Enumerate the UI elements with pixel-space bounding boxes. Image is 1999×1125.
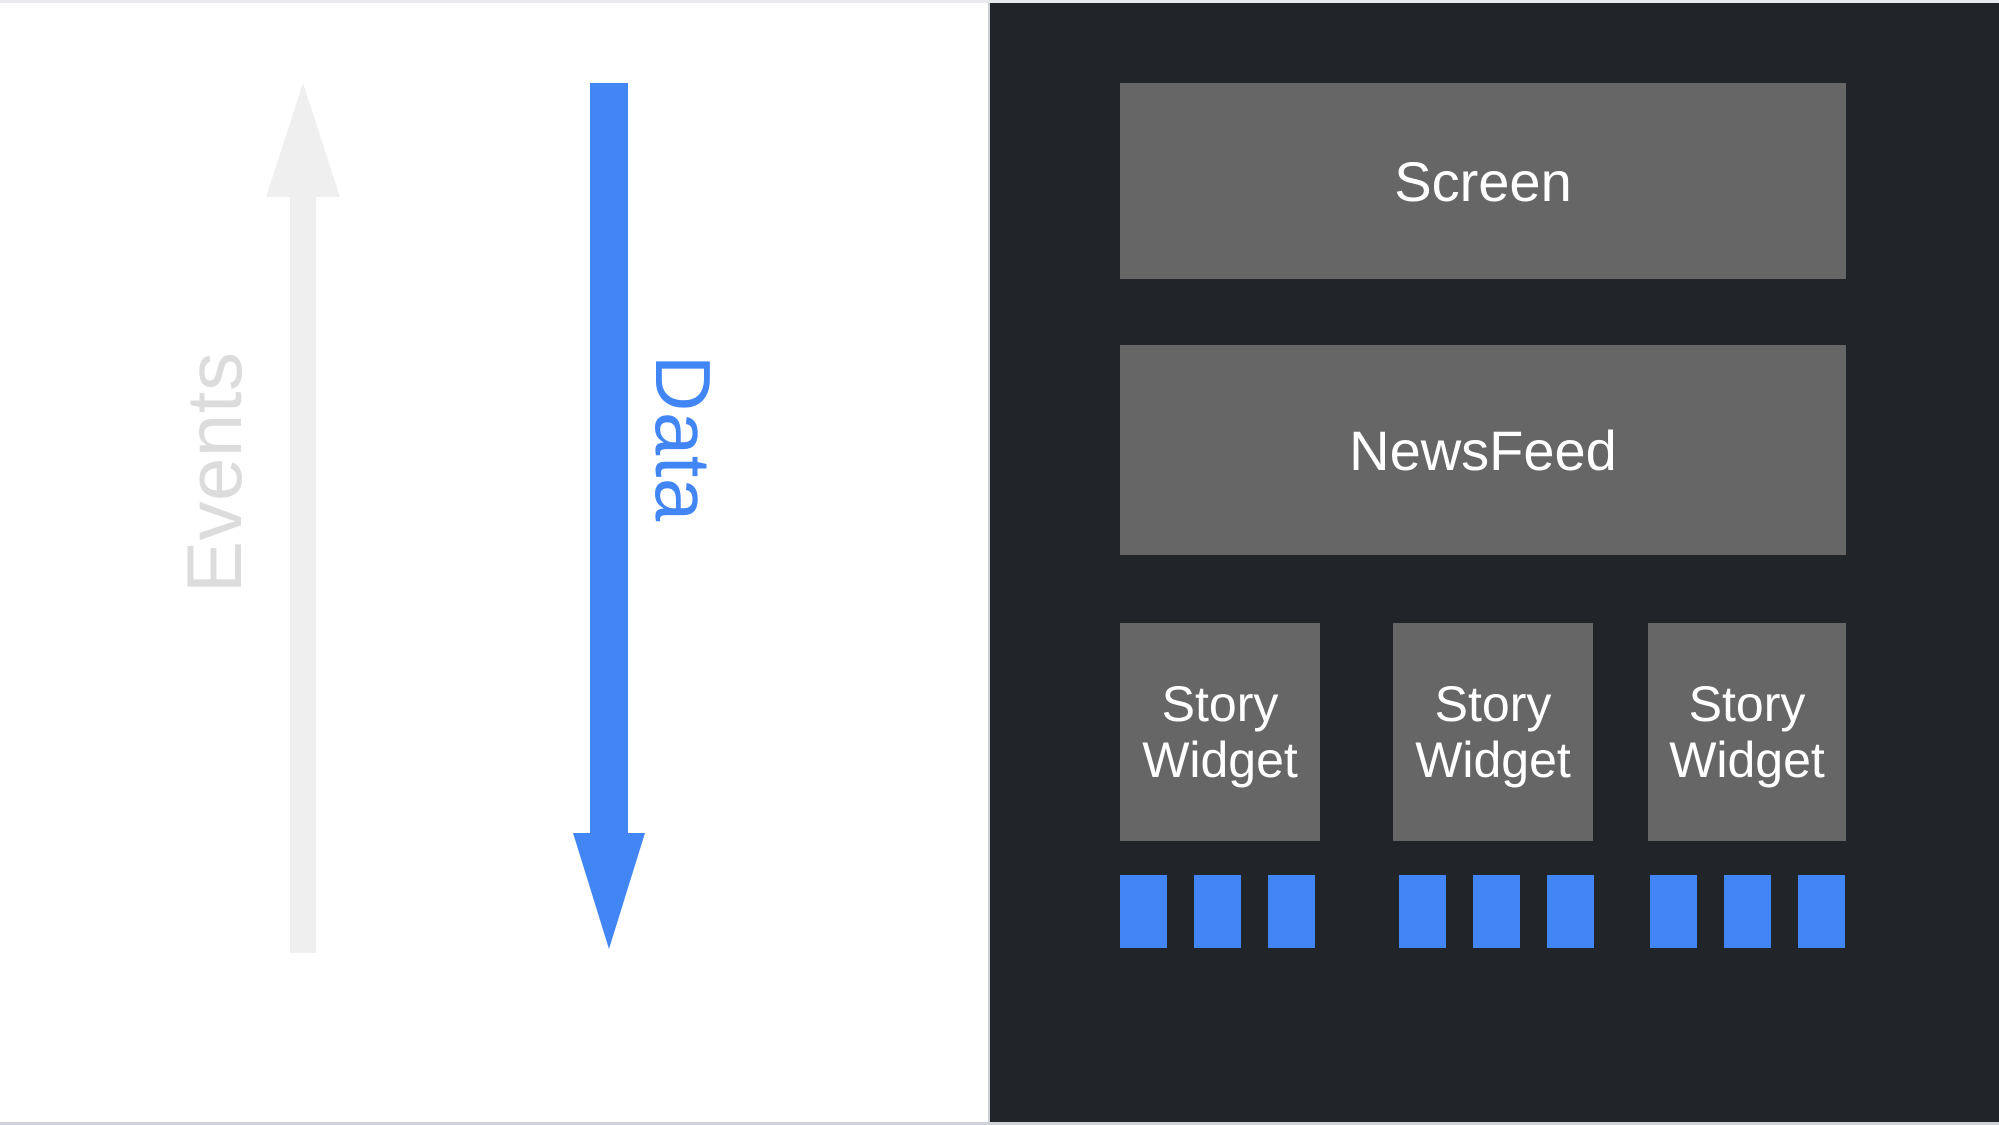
leaf-node[interactable] xyxy=(1547,875,1594,948)
story-widget-node[interactable]: Story Widget xyxy=(1120,623,1320,841)
arrow-up-icon xyxy=(266,83,340,953)
panel-divider xyxy=(988,3,990,1122)
leaf-node[interactable] xyxy=(1798,875,1845,948)
story-widget-node-label: Story Widget xyxy=(1142,676,1298,788)
leaf-node[interactable] xyxy=(1399,875,1446,948)
events-label: Events xyxy=(170,351,258,593)
story-widget-node-label: Story Widget xyxy=(1415,676,1571,788)
newsfeed-node-label: NewsFeed xyxy=(1349,418,1617,482)
newsfeed-node[interactable]: NewsFeed xyxy=(1120,345,1846,555)
arrow-down-icon xyxy=(573,83,645,949)
screen-node[interactable]: Screen xyxy=(1120,83,1846,279)
screen-node-label: Screen xyxy=(1394,149,1572,213)
flow-legend-region: Events Data xyxy=(0,3,990,1122)
leaf-node[interactable] xyxy=(1194,875,1241,948)
leaf-node[interactable] xyxy=(1120,875,1167,948)
leaf-node[interactable] xyxy=(1724,875,1771,948)
story-widget-node[interactable]: Story Widget xyxy=(1393,623,1593,841)
leaf-node[interactable] xyxy=(1268,875,1315,948)
story-widget-node-label: Story Widget xyxy=(1669,676,1825,788)
data-label: Data xyxy=(639,355,727,522)
leaf-node[interactable] xyxy=(1473,875,1520,948)
story-widget-node[interactable]: Story Widget xyxy=(1648,623,1846,841)
leaf-node[interactable] xyxy=(1650,875,1697,948)
